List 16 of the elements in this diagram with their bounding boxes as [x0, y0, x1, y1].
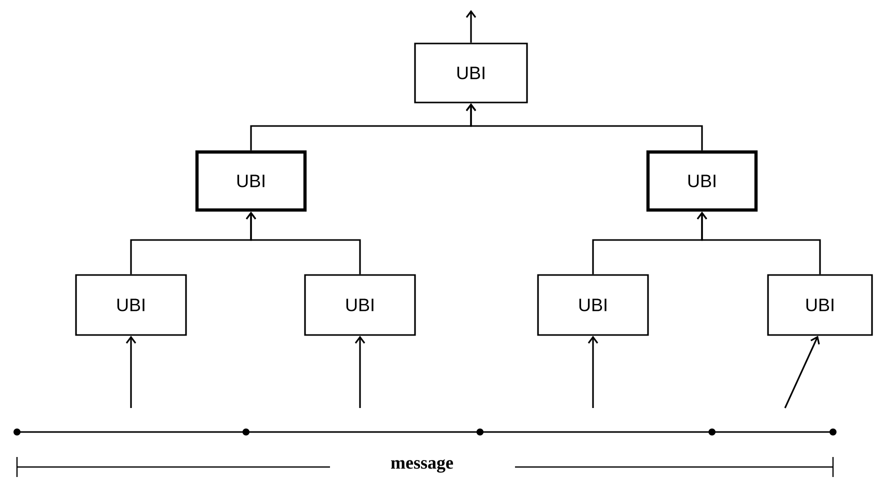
arrow [696, 212, 821, 274]
arrow [784, 336, 820, 408]
process-box: UBI [195, 150, 307, 212]
process-box: UBI [414, 42, 528, 104]
arrow [466, 10, 476, 43]
arrow [126, 336, 136, 408]
dimension-label: message [391, 459, 454, 473]
arrow [588, 336, 598, 408]
process-box: UBI [767, 274, 873, 336]
arrow [354, 336, 366, 408]
process-box: UBI [304, 274, 416, 336]
arrow [246, 212, 361, 274]
process-box: UBI [646, 150, 758, 212]
arrow [466, 103, 703, 150]
process-box: UBI [75, 274, 187, 336]
process-box: UBI [537, 274, 649, 336]
